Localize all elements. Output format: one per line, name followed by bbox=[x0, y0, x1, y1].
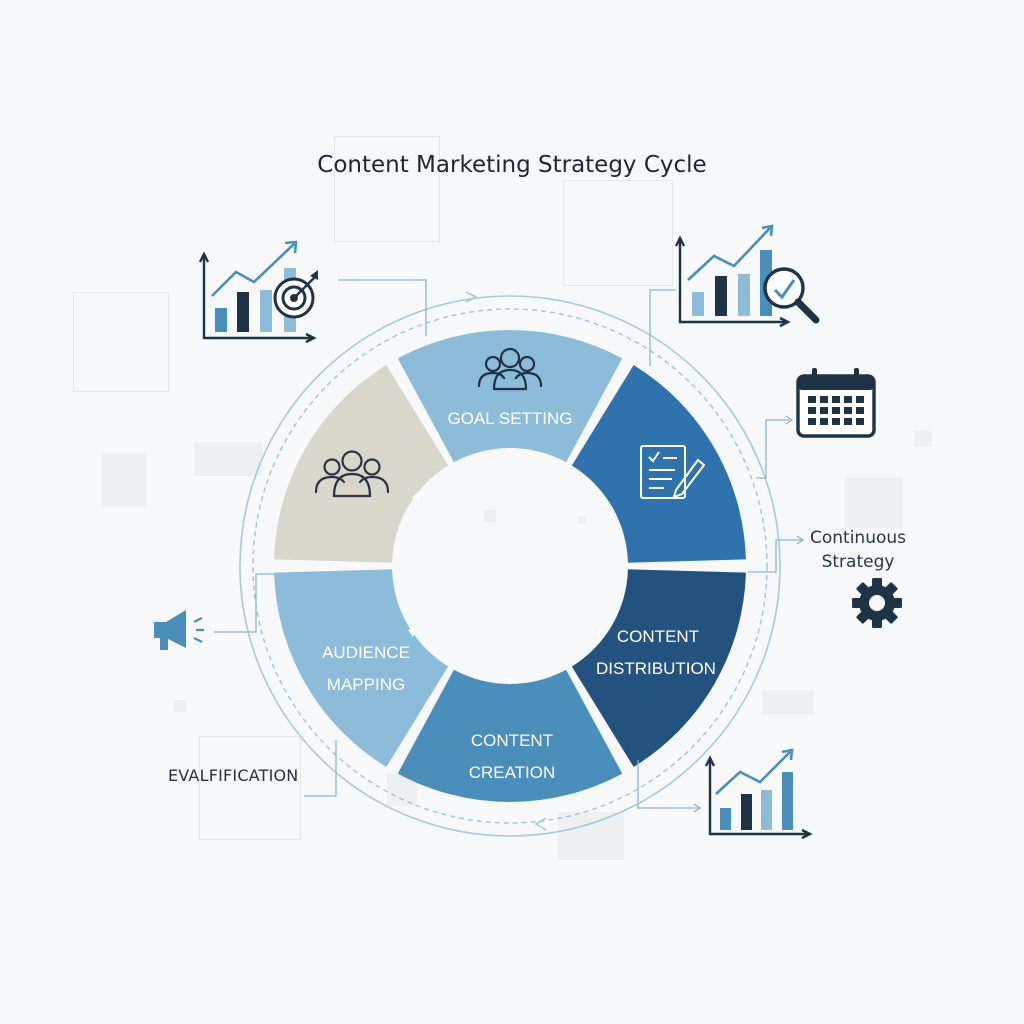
segment-content-distribution bbox=[571, 569, 746, 768]
connector-arrow bbox=[796, 535, 805, 545]
connector-line bbox=[649, 289, 676, 366]
ring-arrow bbox=[465, 291, 478, 303]
inner-arrow bbox=[601, 500, 610, 507]
segment-label-audience-mapping-line2: MAPPING bbox=[327, 675, 405, 694]
background-block bbox=[174, 700, 186, 712]
calendar-cell bbox=[808, 396, 816, 403]
segment-goal-setting bbox=[397, 329, 623, 463]
evalfication-label: EVALFIFICATION bbox=[168, 766, 299, 785]
team-icon bbox=[477, 347, 543, 391]
calendar-cell bbox=[844, 407, 852, 414]
calendar-cell bbox=[820, 418, 828, 425]
connector-arrow bbox=[785, 415, 794, 425]
background-block bbox=[762, 690, 814, 714]
continuous-line1: Continuous bbox=[809, 528, 906, 548]
calendar-cells bbox=[808, 396, 864, 425]
calendar-cell bbox=[856, 418, 864, 425]
inner-arrow bbox=[408, 628, 416, 637]
background-block bbox=[558, 812, 624, 860]
gear-icon bbox=[852, 578, 902, 628]
calendar-cell bbox=[856, 396, 864, 403]
calendar-icon bbox=[796, 368, 876, 438]
diagram-title: Content Marketing Strategy Cycle bbox=[317, 152, 707, 178]
connector-line bbox=[338, 279, 427, 336]
inner-arrows bbox=[408, 448, 610, 685]
inner-arrow bbox=[506, 678, 514, 685]
connector-line bbox=[304, 740, 337, 797]
background-frame bbox=[563, 180, 673, 286]
segment-content-creation bbox=[397, 669, 623, 803]
calendar-cell bbox=[820, 396, 828, 403]
megaphone-icon bbox=[154, 610, 204, 650]
segment-labels: GOAL SETTING CONTENT DISTRIBUTION CONTEN… bbox=[322, 409, 716, 782]
segment-label-content-creation-line1: CONTENT bbox=[471, 731, 553, 750]
background-frame bbox=[199, 736, 301, 840]
segment-label-goal-setting: GOAL SETTING bbox=[447, 409, 572, 428]
chart-magnifier-icon bbox=[674, 224, 820, 328]
document-edit-icon bbox=[640, 445, 706, 499]
team-icon bbox=[314, 450, 390, 498]
inner-arrow bbox=[412, 492, 420, 501]
background-frame bbox=[334, 136, 440, 242]
segment-audience-mapping bbox=[274, 569, 449, 768]
calendar-cell bbox=[844, 396, 852, 403]
inner-dashed-ring bbox=[252, 308, 768, 824]
calendar-cell bbox=[808, 418, 816, 425]
connector-arrow bbox=[693, 803, 702, 813]
connector-line bbox=[748, 539, 802, 573]
segment-label-audience-mapping-line1: AUDIENCE bbox=[322, 643, 410, 662]
segment-label-content-distribution-line1: CONTENT bbox=[617, 627, 699, 646]
calendar-cell bbox=[856, 407, 864, 414]
connector-line bbox=[637, 760, 700, 809]
connector-lines bbox=[214, 279, 805, 813]
background-block bbox=[102, 453, 146, 507]
calendar-cell bbox=[808, 407, 816, 414]
continuous-line2: Strategy bbox=[821, 552, 895, 572]
segment-label-content-creation-line2: CREATION bbox=[469, 763, 556, 782]
chart-target-icon bbox=[198, 240, 318, 344]
connector-line bbox=[214, 573, 276, 633]
continuous-strategy-label: Continuous Strategy bbox=[792, 526, 924, 574]
calendar-cell bbox=[844, 418, 852, 425]
background-frame bbox=[73, 292, 169, 392]
calendar-cell bbox=[832, 407, 840, 414]
background-block bbox=[578, 516, 586, 524]
ring-arrow bbox=[534, 817, 547, 831]
calendar-cell bbox=[832, 418, 840, 425]
segment-planning bbox=[571, 364, 746, 563]
background-block bbox=[194, 442, 262, 476]
background-block bbox=[845, 478, 903, 528]
outer-ring bbox=[239, 295, 781, 837]
calendar-cell bbox=[832, 396, 840, 403]
inner-arrow bbox=[506, 448, 514, 455]
background-block bbox=[914, 431, 932, 447]
segment-label-content-distribution-line2: DISTRIBUTION bbox=[596, 659, 716, 678]
background-block bbox=[484, 510, 496, 522]
inner-arrow bbox=[597, 628, 606, 637]
bar-chart-icon bbox=[704, 748, 813, 840]
connector-line bbox=[756, 419, 790, 479]
calendar-cell bbox=[820, 407, 828, 414]
